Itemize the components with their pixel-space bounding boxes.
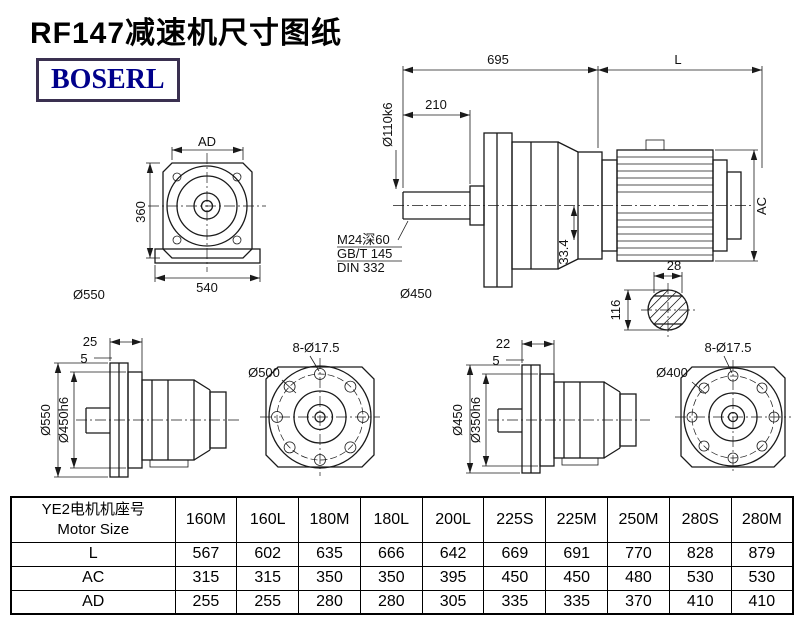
dim-ad: AD bbox=[198, 134, 216, 149]
table-cell: 350 bbox=[298, 565, 361, 591]
table-cell: 335 bbox=[545, 589, 609, 615]
table-cell: 280 bbox=[298, 589, 361, 615]
motor-size-header-cn: YE2电机机座号 bbox=[41, 500, 145, 518]
column-header-280M: 280M bbox=[730, 496, 794, 543]
table-cell: 691 bbox=[545, 541, 609, 567]
table-cell: 530 bbox=[730, 565, 794, 591]
column-header-225S: 225S bbox=[483, 496, 547, 543]
column-header-160L: 160L bbox=[236, 496, 300, 543]
dim-5-left: 5 bbox=[80, 351, 87, 366]
table-row-AC: AC 315 315 350 350 395 450 450 480 530 5… bbox=[10, 565, 794, 591]
dim-L: L bbox=[674, 52, 681, 67]
table-cell: 410 bbox=[668, 589, 732, 615]
column-header-180L: 180L bbox=[359, 496, 423, 543]
table-cell: 480 bbox=[607, 565, 670, 591]
dim-695: 695 bbox=[487, 52, 509, 67]
table-row-AD: AD 255 255 280 280 305 335 335 370 410 4… bbox=[10, 589, 794, 615]
flange-right-drawing: 22 5 Ø450 Ø350h6 8-Ø17.5 Ø400 bbox=[450, 336, 791, 474]
dimension-table: YE2电机机座号 Motor Size 160M 160L 180M 180L … bbox=[10, 496, 794, 615]
side-view-drawing: 695 L 210 Ø110k6 M24深60 GB/T 145 DIN 332… bbox=[337, 52, 769, 337]
dim-d450-flange: Ø450 bbox=[450, 404, 465, 436]
dim-d400: Ø400 bbox=[656, 365, 688, 380]
table-cell: 255 bbox=[174, 589, 238, 615]
table-cell: 666 bbox=[359, 541, 423, 567]
dim-116: 116 bbox=[608, 300, 623, 321]
table-cell: 879 bbox=[730, 541, 794, 567]
table-row-L: L 567 602 635 666 642 669 691 770 828 87… bbox=[10, 541, 794, 567]
dim-25: 25 bbox=[83, 334, 97, 349]
dim-d350h6: Ø350h6 bbox=[468, 397, 483, 443]
motor-size-header: YE2电机机座号 Motor Size bbox=[10, 496, 176, 543]
table-cell: 450 bbox=[545, 565, 609, 591]
table-cell: 635 bbox=[298, 541, 361, 567]
thread-note-line3: DIN 332 bbox=[337, 260, 385, 275]
column-header-180M: 180M bbox=[298, 496, 361, 543]
table-cell: 410 bbox=[730, 589, 794, 615]
table-cell: 642 bbox=[421, 541, 485, 567]
dim-d450h6: Ø450h6 bbox=[56, 397, 71, 443]
table-cell: 315 bbox=[236, 565, 300, 591]
motor-size-header-en: Motor Size bbox=[57, 520, 130, 538]
table-cell: 530 bbox=[668, 565, 732, 591]
dim-210: 210 bbox=[425, 97, 447, 112]
table-cell: 255 bbox=[236, 589, 300, 615]
dim-360: 360 bbox=[133, 201, 148, 223]
row-label-L: L bbox=[10, 541, 176, 567]
dim-28: 28 bbox=[667, 258, 681, 273]
bolt-note-left: 8-Ø17.5 bbox=[293, 340, 340, 355]
column-header-160M: 160M bbox=[174, 496, 238, 543]
front-view-drawing: AD 360 540 Ø550 bbox=[73, 134, 266, 302]
column-header-250M: 250M bbox=[607, 496, 670, 543]
table-cell: 280 bbox=[359, 589, 423, 615]
dim-22: 22 bbox=[496, 336, 510, 351]
dim-d500: Ø500 bbox=[248, 365, 280, 380]
table-cell: 567 bbox=[174, 541, 238, 567]
dim-d550-label: Ø550 bbox=[73, 287, 105, 302]
dim-334: 33.4 bbox=[556, 239, 571, 264]
shaft-section-view: 28 116 bbox=[608, 258, 695, 337]
table-header-row: YE2电机机座号 Motor Size 160M 160L 180M 180L … bbox=[10, 496, 794, 543]
thread-note-line1: M24深60 bbox=[337, 232, 390, 247]
page-title: RF147减速机尺寸图纸 bbox=[30, 17, 343, 50]
dim-ac: AC bbox=[754, 197, 769, 215]
dim-540: 540 bbox=[196, 280, 218, 295]
table-cell: 602 bbox=[236, 541, 300, 567]
table-cell: 370 bbox=[607, 589, 670, 615]
table-cell: 395 bbox=[421, 565, 485, 591]
column-header-280S: 280S bbox=[668, 496, 732, 543]
table-cell: 305 bbox=[421, 589, 485, 615]
thread-note-line2: GB/T 145 bbox=[337, 246, 392, 261]
flange-left-drawing: 25 5 Ø550 Ø450h6 8-Ø17.5 Ø500 bbox=[38, 334, 380, 478]
table-cell: 828 bbox=[668, 541, 732, 567]
table-cell: 770 bbox=[607, 541, 670, 567]
table-cell: 350 bbox=[359, 565, 423, 591]
column-header-225M: 225M bbox=[545, 496, 609, 543]
dim-5-right: 5 bbox=[492, 353, 499, 368]
row-label-AC: AC bbox=[10, 565, 176, 591]
dim-d450-label: Ø450 bbox=[400, 286, 432, 301]
table-cell: 315 bbox=[174, 565, 238, 591]
dimension-drawing: AD 360 540 Ø550 bbox=[38, 52, 791, 478]
row-label-AD: AD bbox=[10, 589, 176, 615]
table-cell: 669 bbox=[483, 541, 547, 567]
bolt-note-right: 8-Ø17.5 bbox=[705, 340, 752, 355]
boserl-logo: BOSERL bbox=[36, 58, 180, 102]
dim-shaft-diameter: Ø110k6 bbox=[380, 102, 395, 147]
dim-d550: Ø550 bbox=[38, 404, 53, 436]
column-header-200L: 200L bbox=[421, 496, 485, 543]
table-cell: 450 bbox=[483, 565, 547, 591]
table-cell: 335 bbox=[483, 589, 547, 615]
